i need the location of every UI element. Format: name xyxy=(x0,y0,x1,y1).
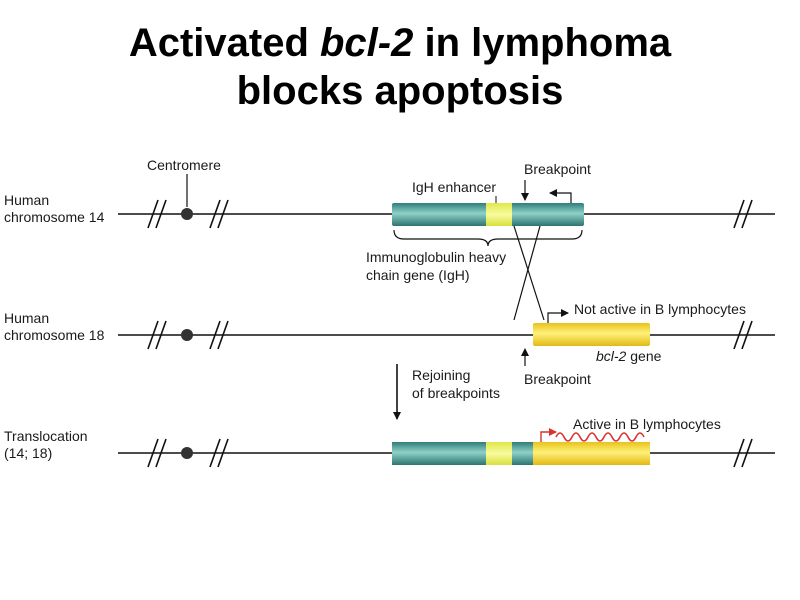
slide-title-line-2: blocks apoptosis xyxy=(236,69,564,113)
translocated-enhancer-region xyxy=(486,442,512,465)
title-gene-name: bcl-2 xyxy=(320,21,414,65)
centromere-dot-chr18 xyxy=(181,329,193,341)
chr14-label-line-1: Human xyxy=(4,192,49,208)
active-label: Active in B lymphocytes xyxy=(573,416,721,432)
igh-gene-brace xyxy=(393,229,583,247)
chr14-label-line-2: chromosome 14 xyxy=(4,209,105,225)
chr18-label-line-2: chromosome 18 xyxy=(4,327,105,343)
chr18-break-marks xyxy=(147,320,753,350)
translocated-bcl2-block xyxy=(533,442,650,465)
title-prefix: Activated xyxy=(128,21,320,65)
igh-enhancer-region xyxy=(486,203,512,226)
igh-enhancer-label: IgH enhancer xyxy=(412,179,496,195)
chr14-break-marks xyxy=(147,199,753,229)
rejoining-label-line-2: of breakpoints xyxy=(412,385,500,401)
bcl2-gene-suffix: gene xyxy=(626,348,661,364)
centromere-dot-chr14 xyxy=(181,208,193,220)
igh-gene-label-line-1: Immunoglobulin heavy xyxy=(366,249,506,265)
translocation-label-line-2: (14; 18) xyxy=(4,445,52,461)
mrna-transcript-squiggle xyxy=(555,432,645,442)
not-active-label: Not active in B lymphocytes xyxy=(574,301,746,317)
crossover-lines xyxy=(513,225,545,321)
breakpoint-top-label: Breakpoint xyxy=(524,161,591,177)
translocation-break-marks xyxy=(147,438,753,468)
bcl2-gene-label: bcl-2 gene xyxy=(596,348,662,364)
centromere-dot-translocation xyxy=(181,447,193,459)
translocation-label-line-1: Translocation xyxy=(4,428,88,444)
centromere-label: Centromere xyxy=(147,157,221,173)
slide-title-line-1: Activated bcl-2 in lymphoma xyxy=(0,20,800,66)
igh-promoter-arrow xyxy=(549,189,572,203)
title-suffix: in lymphoma xyxy=(413,21,672,65)
rejoining-label-line-1: Rejoining xyxy=(412,367,470,383)
igh-gene-label-line-2: chain gene (IgH) xyxy=(366,267,470,283)
active-promoter-arrow xyxy=(540,428,557,442)
bcl2-gene-name: bcl-2 xyxy=(596,348,627,364)
chr18-label-line-1: Human xyxy=(4,310,49,326)
bcl2-gene-block xyxy=(533,323,650,346)
breakpoint-bottom-label: Breakpoint xyxy=(524,371,591,387)
bcl2-promoter-arrow xyxy=(547,309,569,323)
